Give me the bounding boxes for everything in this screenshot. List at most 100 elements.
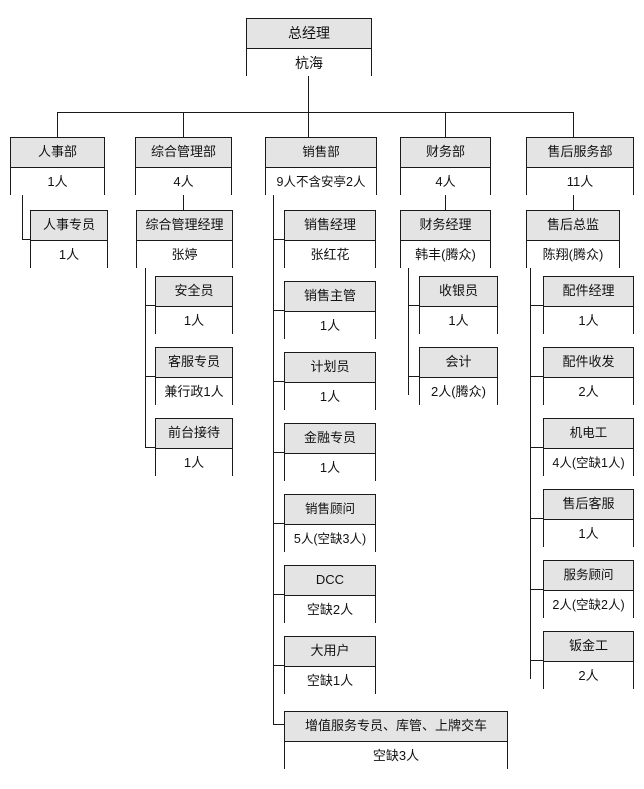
connector-stem-finance-manager bbox=[445, 195, 446, 210]
connector-stem-general-mgmt-manager bbox=[183, 195, 184, 210]
node-value: 1人 bbox=[31, 241, 107, 269]
node-value: 11人 bbox=[527, 168, 633, 196]
connector-elbow-dcc bbox=[273, 594, 285, 595]
connector-elbow-accountant bbox=[408, 376, 420, 377]
node-title: 销售部 bbox=[266, 138, 376, 168]
connector-drop-sales bbox=[308, 112, 309, 137]
node-body-repair-worker[interactable]: 钣金工 2人 bbox=[543, 631, 634, 690]
node-department-general-management[interactable]: 综合管理部 4人 bbox=[135, 137, 232, 196]
node-title: 增值服务专员、库管、上牌交车 bbox=[285, 712, 507, 742]
node-title: 机电工 bbox=[544, 419, 633, 449]
connector-rail-finance bbox=[408, 268, 409, 395]
connector-elbow-sales-manager bbox=[273, 239, 285, 240]
connector-elbow-value-added-services bbox=[273, 724, 285, 725]
node-title: 人事专员 bbox=[31, 211, 107, 241]
node-title: 售后服务部 bbox=[527, 138, 633, 168]
connector-elbow-customer-service-specialist bbox=[145, 376, 156, 377]
connector-drop-aftersales bbox=[573, 112, 574, 137]
node-value: 4人(空缺1人) bbox=[544, 449, 633, 477]
node-planner[interactable]: 计划员 1人 bbox=[284, 352, 376, 411]
node-value: 9人不含安亭2人 bbox=[266, 168, 376, 196]
node-mechanic-electrician[interactable]: 机电工 4人(空缺1人) bbox=[543, 418, 634, 477]
node-front-desk-reception[interactable]: 前台接待 1人 bbox=[155, 418, 233, 477]
node-title: 综合管理经理 bbox=[137, 211, 232, 241]
node-value: 2人 bbox=[544, 662, 633, 690]
node-value: 张红花 bbox=[285, 241, 375, 269]
node-title: 售后客服 bbox=[544, 490, 633, 520]
node-title: 前台接待 bbox=[156, 419, 232, 449]
connector-elbow-parts-dispatch bbox=[530, 376, 544, 377]
node-sales-supervisor[interactable]: 销售主管 1人 bbox=[284, 281, 376, 340]
node-hr-specialist[interactable]: 人事专员 1人 bbox=[30, 210, 108, 269]
connector-elbow-hr-specialist bbox=[22, 239, 31, 240]
node-title: 人事部 bbox=[11, 138, 104, 168]
node-title: 收银员 bbox=[420, 277, 497, 307]
node-after-sales-support[interactable]: 售后客服 1人 bbox=[543, 489, 634, 548]
connector-elbow-finance-specialist bbox=[273, 452, 285, 453]
node-value: 1人 bbox=[420, 307, 497, 335]
connector-elbow-parts-manager bbox=[530, 305, 544, 306]
node-value: 1人 bbox=[156, 307, 232, 335]
connector-elbow-sales-consultant bbox=[273, 523, 285, 524]
node-value: 1人 bbox=[544, 520, 633, 548]
node-sales-consultant[interactable]: 销售顾问 5人(空缺3人) bbox=[284, 494, 376, 553]
node-title: 综合管理部 bbox=[136, 138, 231, 168]
node-value: 4人 bbox=[401, 168, 490, 196]
connector-rail-sales bbox=[273, 195, 274, 724]
node-key-account[interactable]: 大用户 空缺1人 bbox=[284, 636, 376, 695]
connector-elbow-body-repair bbox=[530, 660, 544, 661]
node-parts-manager[interactable]: 配件经理 1人 bbox=[543, 276, 634, 335]
node-value: 1人 bbox=[156, 449, 232, 477]
connector-stem-after-sales-director bbox=[573, 195, 574, 210]
node-service-advisor[interactable]: 服务顾问 2人(空缺2人) bbox=[543, 560, 634, 619]
node-value: 空缺1人 bbox=[285, 667, 375, 695]
connector-elbow-sales-supervisor bbox=[273, 310, 285, 311]
node-value: 陈翔(腾众) bbox=[527, 241, 619, 269]
node-value: 1人 bbox=[285, 312, 375, 340]
node-value: 空缺2人 bbox=[285, 596, 375, 624]
node-department-sales[interactable]: 销售部 9人不含安亭2人 bbox=[265, 137, 377, 196]
node-title: 安全员 bbox=[156, 277, 232, 307]
node-financial-specialist[interactable]: 金融专员 1人 bbox=[284, 423, 376, 482]
node-safety-officer[interactable]: 安全员 1人 bbox=[155, 276, 233, 335]
connector-drop-finance bbox=[445, 112, 446, 137]
node-department-hr[interactable]: 人事部 1人 bbox=[10, 137, 105, 196]
connector-rail-after-sales bbox=[530, 268, 531, 679]
node-value: 5人(空缺3人) bbox=[285, 525, 375, 553]
node-accountant[interactable]: 会计 2人(腾众) bbox=[419, 347, 498, 406]
node-title: 总经理 bbox=[247, 19, 371, 49]
connector-drop-hr bbox=[57, 112, 58, 137]
node-title: 配件收发 bbox=[544, 348, 633, 378]
node-general-management-manager[interactable]: 综合管理经理 张婷 bbox=[136, 210, 233, 269]
node-value: 空缺3人 bbox=[285, 742, 507, 770]
node-title: 金融专员 bbox=[285, 424, 375, 454]
node-value: 1人 bbox=[285, 454, 375, 482]
node-customer-service-specialist[interactable]: 客服专员 兼行政1人 bbox=[155, 347, 233, 406]
node-root-general-manager[interactable]: 总经理 杭海 bbox=[246, 18, 372, 77]
node-title: 客服专员 bbox=[156, 348, 232, 378]
node-department-after-sales[interactable]: 售后服务部 11人 bbox=[526, 137, 634, 196]
node-value: 2人(腾众) bbox=[420, 378, 497, 406]
node-value-added-services[interactable]: 增值服务专员、库管、上牌交车 空缺3人 bbox=[284, 711, 508, 770]
node-after-sales-director[interactable]: 售后总监 陈翔(腾众) bbox=[526, 210, 620, 269]
node-finance-manager[interactable]: 财务经理 韩丰(腾众) bbox=[400, 210, 491, 269]
connector-department-bus bbox=[57, 112, 573, 113]
node-title: 销售经理 bbox=[285, 211, 375, 241]
node-sales-manager[interactable]: 销售经理 张红花 bbox=[284, 210, 376, 269]
connector-elbow-after-sales-support bbox=[530, 518, 544, 519]
node-value: 4人 bbox=[136, 168, 231, 196]
connector-elbow-key-account bbox=[273, 665, 285, 666]
connector-drop-general-mgmt bbox=[183, 112, 184, 137]
node-parts-dispatch[interactable]: 配件收发 2人 bbox=[543, 347, 634, 406]
node-department-finance[interactable]: 财务部 4人 bbox=[400, 137, 491, 196]
node-title: 销售主管 bbox=[285, 282, 375, 312]
node-value: 2人(空缺2人) bbox=[544, 591, 633, 619]
node-dcc[interactable]: DCC 空缺2人 bbox=[284, 565, 376, 624]
connector-elbow-safety-officer bbox=[145, 305, 156, 306]
node-title: DCC bbox=[285, 566, 375, 596]
node-title: 会计 bbox=[420, 348, 497, 378]
node-cashier[interactable]: 收银员 1人 bbox=[419, 276, 498, 335]
connector-elbow-mechanic bbox=[530, 447, 544, 448]
node-value: 1人 bbox=[544, 307, 633, 335]
